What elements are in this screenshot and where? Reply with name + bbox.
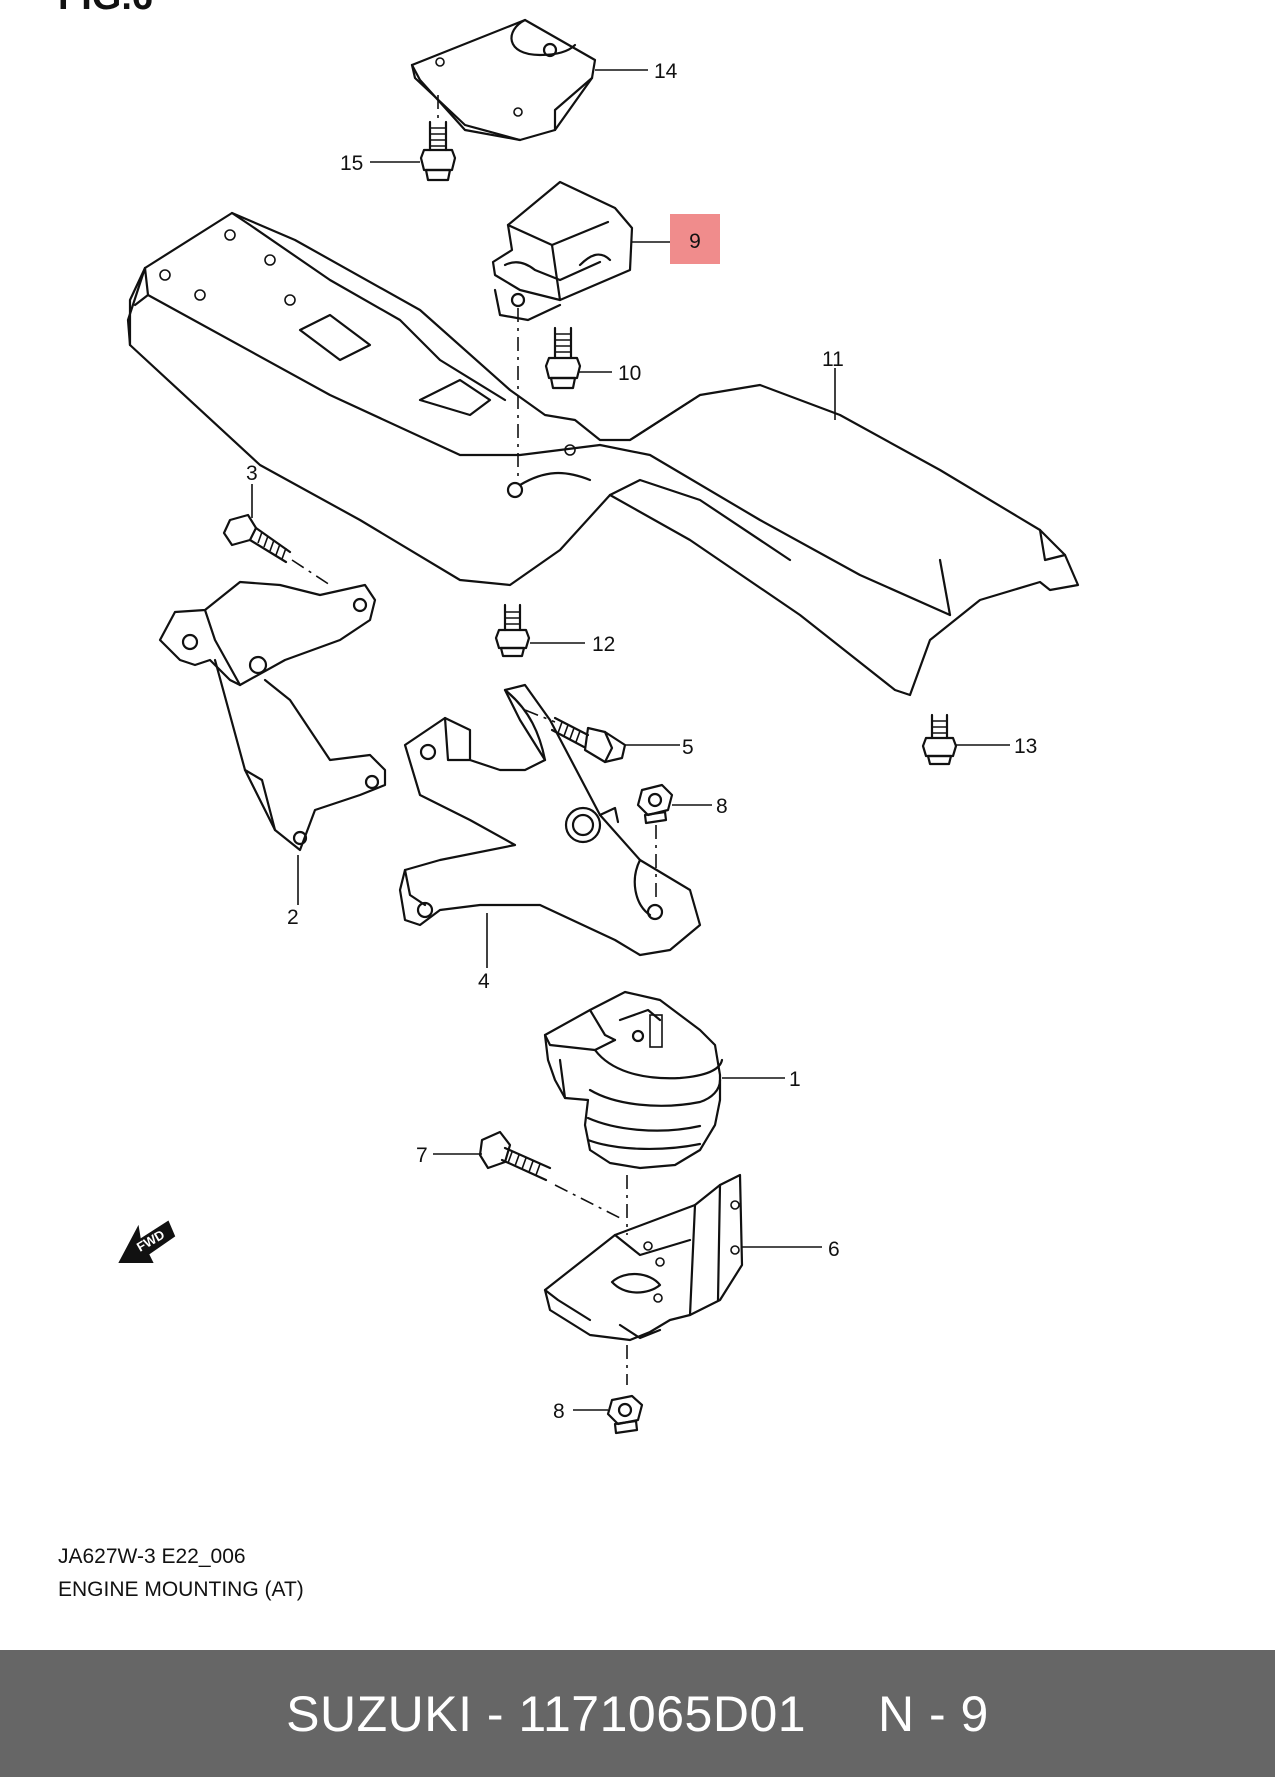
callout-4: 4 <box>478 970 490 993</box>
part-14-bracket <box>410 18 597 142</box>
callout-12: 12 <box>592 633 615 656</box>
diagram-title: ENGINE MOUNTING (AT) <box>58 1578 304 1601</box>
callout-8-lower: 8 <box>553 1400 565 1423</box>
callout-8-upper: 8 <box>716 795 728 818</box>
part-15-bolt <box>419 95 457 182</box>
part-number-text: SUZUKI - 1171065D01 N - 9 <box>286 1685 989 1742</box>
leader-lines <box>251 69 1010 1411</box>
part-9-mount <box>491 180 634 322</box>
part-info-footer: SUZUKI - 1171065D01 N - 9 <box>0 1650 1275 1777</box>
callout-10: 10 <box>618 362 641 385</box>
callout-6: 6 <box>828 1238 840 1261</box>
callout-labels: 14 15 10 11 3 12 5 8 13 2 4 1 7 6 8 <box>246 60 1037 1423</box>
callout-14: 14 <box>654 60 678 83</box>
callout-7: 7 <box>416 1144 428 1167</box>
highlight-box <box>670 214 720 264</box>
part-8-nut-lower <box>606 1394 644 1435</box>
callout-3: 3 <box>246 462 258 485</box>
part-11-crossmember <box>126 211 1080 697</box>
part-8-nut-upper <box>636 783 674 900</box>
parts-diagram: FWD 9 14 15 10 11 3 12 5 8 13 2 4 <box>118 18 1080 1435</box>
highlight-callout-9[interactable]: 9 <box>670 214 720 264</box>
part-3-bolt <box>222 513 331 586</box>
callout-13: 13 <box>1014 735 1037 758</box>
callout-11: 11 <box>822 348 844 371</box>
callout-1: 1 <box>789 1068 801 1091</box>
callout-5: 5 <box>682 736 694 759</box>
part-13-bolt <box>921 713 958 766</box>
part-5-bolt <box>524 709 627 764</box>
callout-9: 9 <box>689 230 701 253</box>
part-10-bolt <box>517 308 582 480</box>
part-4-bracket <box>398 683 702 957</box>
part-6-bracket <box>543 1173 744 1385</box>
fwd-arrow-icon: FWD <box>118 1220 176 1263</box>
callout-2: 2 <box>287 906 299 929</box>
callout-15: 15 <box>340 152 363 175</box>
part-7-bolt <box>478 1130 628 1235</box>
part-2-bracket <box>158 580 387 852</box>
part-1-engine-mount <box>543 990 724 1170</box>
part-12-bolt <box>494 603 531 658</box>
figure-label: FIG.6 <box>58 0 153 16</box>
diagram-code: JA627W-3 E22_006 <box>58 1545 246 1568</box>
